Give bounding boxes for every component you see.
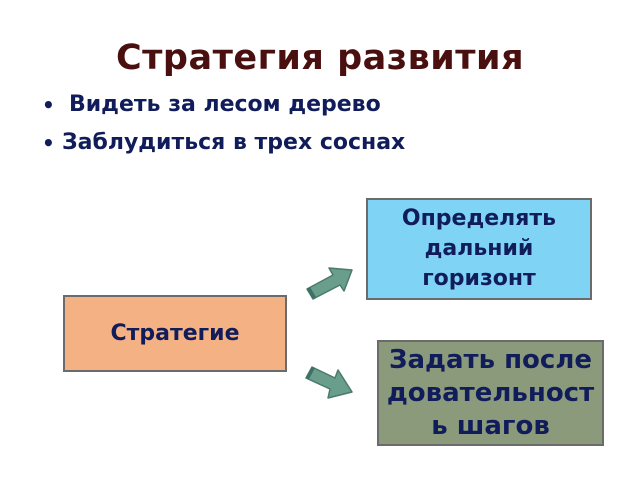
bullet-dot-icon: • (42, 131, 55, 155)
steps-box: Задать последовательность шагов (377, 340, 604, 446)
slide-title: Стратегия развития (115, 38, 525, 78)
bullet-item: • Заблудиться в трех соснах (40, 124, 405, 162)
bullet-dot-icon: • (42, 93, 55, 117)
horizon-box: Определять дальний горизонт (366, 198, 592, 300)
strategy-box: Стратегие (63, 295, 287, 372)
steps-box-label: Задать последовательность шагов (386, 344, 595, 441)
arrow-up-right-icon (306, 267, 353, 300)
strategy-box-label: Стратегие (110, 321, 240, 346)
arrow-down-right-icon (305, 366, 353, 399)
bullet-list: • Видеть за лесом дерево • Заблудиться в… (40, 86, 405, 162)
bullet-item: • Видеть за лесом дерево (40, 86, 405, 124)
bullet-text: Видеть за лесом дерево (69, 92, 381, 117)
horizon-box-label: Определять дальний горизонт (401, 206, 557, 291)
bullet-text: Заблудиться в трех соснах (62, 130, 406, 155)
